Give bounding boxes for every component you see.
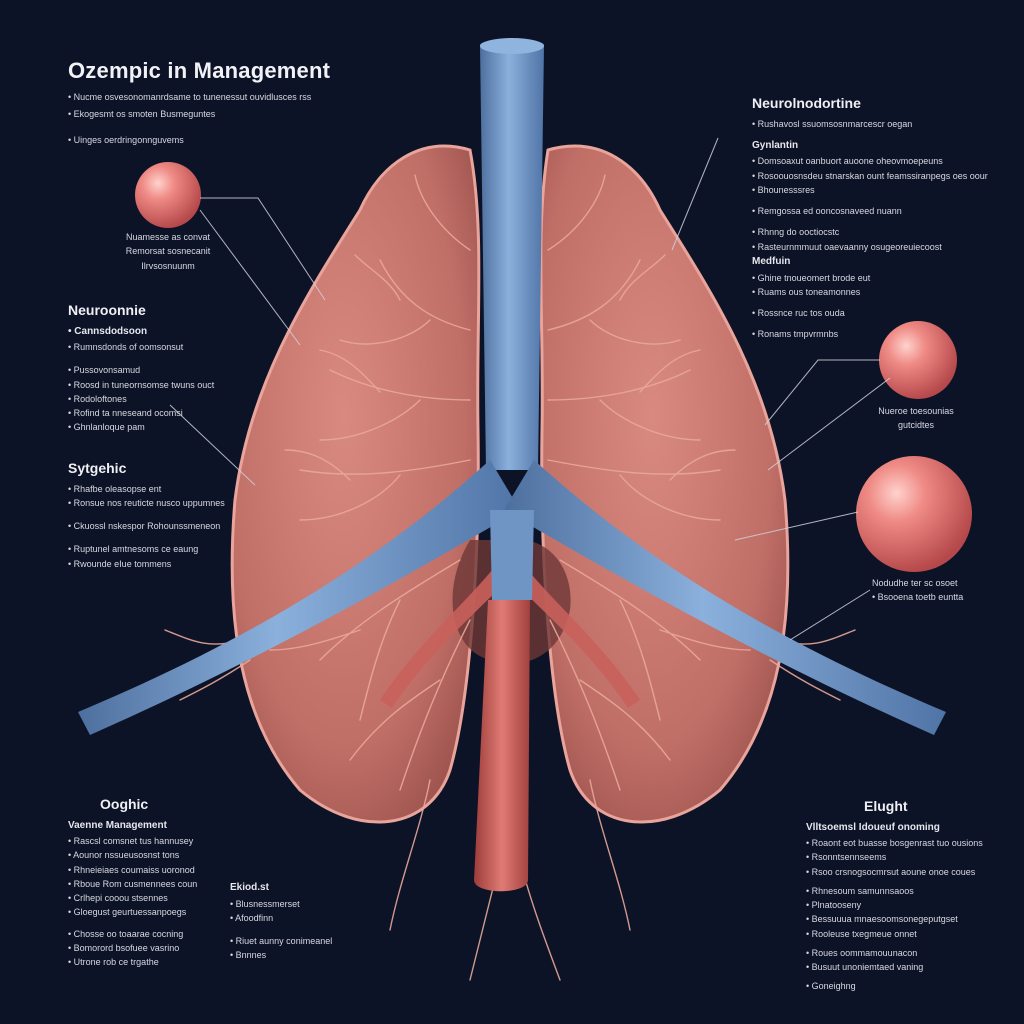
note-line: • Utrone rob ce trgathe — [68, 957, 159, 967]
note-line: • Gloegust geurtuessanpoegs — [68, 907, 187, 918]
note-line: • Blusnessmerset — [230, 898, 300, 909]
note-line: • Plnatooseny — [806, 900, 862, 910]
note-line: • Rwounde eIue tommens — [68, 558, 172, 569]
caption-line: gutcidtes — [897, 420, 935, 431]
note-line: • Ghine tnoueomert brode eut — [752, 272, 871, 283]
note-line: • Ronams tmpvrmnbs — [752, 329, 839, 340]
note-line: • Afoodfinn — [230, 912, 274, 923]
note-line: • Ronsue nos reuticte nusco uppumnes — [68, 497, 225, 508]
sphere-left-caption: Nuamesse as convat Remorsat sosnecanit I… — [112, 232, 224, 275]
section-subheading: • Cannsdodsoon — [68, 325, 148, 337]
section-subheading: Ekiod.st — [230, 882, 269, 893]
note-line: • Rhnesoum samunnsaoos — [806, 885, 914, 896]
ooghic-section: Ooghic Vaenne Management • Rascsl comsne… — [68, 796, 197, 971]
trachea-top — [480, 38, 544, 54]
note-line: • Rooleuse txegmeue onnet — [806, 928, 917, 939]
section-subheading: Gynlantin — [752, 139, 799, 151]
section-heading: Elught — [864, 798, 908, 814]
caption-line: Nuamesse as convat — [125, 232, 211, 242]
note-line: • Remgossa ed ooncosnaveed nuann — [752, 206, 902, 216]
sphere-right-small-caption: Nueroe toesounias gutcidtes — [856, 406, 976, 435]
trachea — [480, 39, 544, 470]
note-line: • Rasteurnmmuut oaevaanny osugeoreuiecoo… — [752, 241, 942, 252]
medfuin-section: Medfuin • Ghine tnoueomert brode eut • R… — [752, 256, 870, 344]
caption-line: Remorsat sosnecanit — [125, 246, 211, 257]
leader-lines — [169, 137, 891, 641]
caption-line: Nodudhe ter sc osoet — [872, 578, 958, 588]
note-line: • Domsoaxut oanbuort auoone oheovmoepeun… — [752, 156, 943, 167]
caption-line: • Bsooena toetb euntta — [872, 592, 964, 603]
sphere-right-large — [856, 456, 972, 572]
top-left-notes: • Nucme osvesonomanrdsame to tunenessut … — [68, 92, 311, 152]
bronchial-branches — [164, 174, 856, 981]
note-line: • Ckuossl nskespor Rohounssmeneon — [68, 521, 221, 531]
note-line: • Goneighng — [806, 981, 856, 992]
neuroonnie-section: Neuroonnie • Cannsdodsoon • Rumnsdonds o… — [68, 302, 214, 437]
note-line: • Rosoouosnsdeu stnarskan ount feamssira… — [752, 170, 988, 181]
note-line: • Pussovonsamud — [68, 365, 141, 376]
note-line: • Bomorord bsofuee vasrino — [68, 942, 180, 953]
elught-section: Elught Vlltsoemsl Idoueuf onoming • Roao… — [806, 798, 983, 996]
note-line: • Bhounesssres — [752, 184, 815, 195]
section-heading: Neuroonnie — [68, 302, 146, 318]
note-line: • Ekogesmt os smoten Busmeguntes — [68, 109, 216, 120]
bronchus-lower — [490, 510, 534, 600]
note-line: • Ruptunel amtnesoms ce eaung — [68, 544, 199, 555]
note-line: • Busuut unoniemtaed vaning — [806, 962, 924, 972]
ekiod-section: Ekiod.st • Blusnessmerset • Afoodfinn • … — [230, 882, 332, 965]
note-line: • Uinges oerdringonnguvems — [68, 134, 184, 145]
note-line: • Rumnsdonds of oomsonsut — [68, 342, 184, 352]
note-line: • Rofind ta nneseand ocomsi — [68, 408, 183, 418]
caption-line: Ilrvsosnuunm — [141, 260, 195, 271]
note-line: • Rsonntsennseems — [806, 852, 887, 863]
aorta — [474, 600, 530, 892]
note-line: • Bnnnes — [230, 950, 267, 961]
note-line: • Rboue Rom cusmennees coun — [68, 878, 198, 889]
note-line: • Rossnce ruc tos ouda — [752, 308, 845, 318]
note-line: • Rhnng do ooctiocstc — [752, 227, 840, 238]
left-lung — [230, 144, 481, 824]
note-line: • Crlhepi cooou stsennes — [68, 893, 168, 903]
note-line: • Rushavosl ssuomsosnmarcescr oegan — [752, 118, 913, 129]
note-line: • Roaont eot buasse bosgenrast tuo ousio… — [806, 838, 983, 848]
note-line: • Rhafbe oleasopse ent — [68, 483, 162, 494]
note-line: • Rascsl comsnet tus hannusey — [68, 836, 194, 846]
sphere-right-large-caption: Nodudhe ter sc osoet • Bsooena toetb eun… — [872, 578, 963, 607]
note-line: • Ruams ous toneamonnes — [752, 286, 861, 297]
note-line: • Rhneieiaes coumaiss uoronod — [68, 864, 195, 875]
note-line: • Ghnlanloque pam — [68, 422, 145, 433]
caption-line: Nueroe toesounias — [878, 406, 954, 416]
sphere-right-small — [879, 321, 957, 399]
note-line: • Aounor nssueusosnst tons — [68, 850, 180, 861]
note-line: • Roosd in tuneornsomse twuns ouct — [68, 379, 215, 390]
section-subheading: Vlltsoemsl Idoueuf onoming — [806, 821, 940, 833]
note-line: • Bessuuua mnaesoomsonegeputgset — [806, 914, 958, 925]
section-heading: Ooghic — [100, 796, 149, 812]
section-subheading: Vaenne Management — [68, 819, 167, 831]
note-line: • Rsoo crsnogsocmrsut aoune onoe coues — [806, 866, 976, 877]
note-line: • Chosse oo toaarae cocning — [68, 928, 184, 939]
section-heading: Sytgehic — [68, 460, 127, 476]
section-subheading: Medfuin — [752, 256, 791, 267]
page-title: Ozempic in Management — [68, 58, 331, 83]
neurolnodortine-section: Neurolnodortine • Rushavosl ssuomsosnmar… — [752, 95, 988, 256]
note-line: • Roues oommamouunacon — [806, 947, 918, 958]
right-bronchus — [504, 460, 946, 735]
sytgehic-section: Sytgehic • Rhafbe oleasopse ent • Ronsue… — [68, 460, 225, 573]
right-lung — [539, 144, 790, 824]
note-line: • Rodoloftones — [68, 393, 127, 404]
note-line: • Riuet aunny conimeanel — [230, 936, 333, 946]
section-heading: Neurolnodortine — [752, 95, 861, 111]
left-bronchus — [78, 460, 520, 735]
sphere-left — [135, 162, 201, 228]
note-line: • Nucme osvesonomanrdsame to tunenessut … — [68, 92, 312, 102]
